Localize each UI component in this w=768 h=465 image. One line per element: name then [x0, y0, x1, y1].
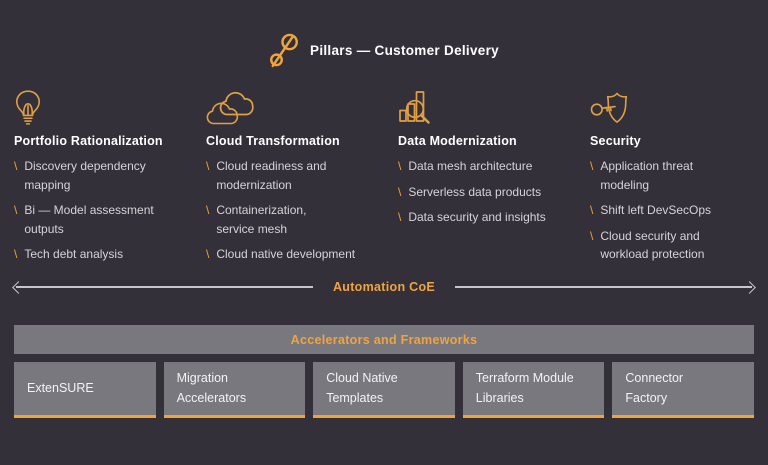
item-text: Cloud readiness and modernization: [216, 159, 327, 192]
item-text: Data security and insights: [408, 210, 546, 225]
bullet-marker: \: [398, 210, 402, 225]
pillar-bullet-item: \ Cloud native development: [206, 245, 370, 264]
pillar-data-modernization: Data Modernization \ Data mesh architect…: [398, 87, 562, 271]
accelerator-box-migration-accelerators: Migration Accelerators: [163, 362, 306, 418]
pillar-title: Security: [590, 134, 641, 148]
accelerator-box-cloud-native-templates: Cloud Native Templates: [313, 362, 455, 418]
pillar-security: Security \ Application threat modeling \…: [590, 87, 754, 271]
pillar-bullet-item: \ Discovery dependency mapping: [14, 157, 178, 194]
accelerator-box-label: Migration Accelerators: [176, 371, 247, 405]
pillar-bullet-item: \ Containerization, service mesh: [206, 201, 370, 238]
bar-chart-magnifier-icon: [398, 87, 562, 129]
item-text: Containerization, service mesh: [216, 203, 307, 236]
accelerator-box-label: Connector Factory: [625, 371, 684, 405]
bullet-marker: \: [14, 203, 18, 218]
pillar-bullet-item: \ Cloud readiness and modernization: [206, 157, 370, 194]
item-text: Data mesh architecture: [408, 159, 533, 173]
pillar-bullet-item: \ Cloud security and workload protection: [590, 227, 754, 264]
automation-coe-label: Automation CoE: [332, 280, 436, 294]
pillars-row: Portfolio Rationalization \ Discovery de…: [14, 87, 754, 261]
arrowhead-right-icon: [743, 280, 756, 294]
bullet-marker: \: [398, 184, 402, 199]
accelerator-box-label: Cloud Native Templates: [326, 371, 398, 405]
arrow-line: [16, 286, 313, 288]
item-text: Shift left DevSecOps: [600, 203, 712, 218]
bullet-marker: \: [206, 203, 210, 218]
accelerator-box-label: ExtenSURE: [27, 380, 94, 395]
pillar-bullet-item: \ Data security and insights: [398, 208, 562, 227]
accelerators-header-label: Accelerators and Frameworks: [290, 332, 478, 347]
bullet-marker: \: [14, 159, 18, 173]
accelerator-box-label: Terraform Module Libraries: [475, 371, 574, 405]
accelerators-header-bar: Accelerators and Frameworks: [14, 325, 754, 354]
clouds-icon: [206, 87, 370, 129]
pillar-title: Cloud Transformation: [206, 134, 340, 148]
accelerator-box-terraform-module-libraries: Terraform Module Libraries: [462, 362, 605, 418]
item-text: Application threat modeling: [600, 159, 694, 192]
pillar-bullet-item: \ Data mesh architecture: [398, 157, 562, 176]
pillar-bullet-item: \ Application threat modeling: [590, 157, 754, 194]
pillar-cloud-transformation: Cloud Transformation \ Cloud readiness a…: [206, 87, 370, 271]
left-arrow: [12, 280, 313, 294]
arrowhead-left-icon: [12, 280, 25, 294]
item-text: Cloud native development: [216, 247, 356, 262]
automation-coe-row: Automation CoE: [12, 279, 756, 295]
pillar-title: Data Modernization: [398, 134, 517, 148]
item-text: Cloud security and workload protection: [600, 228, 705, 262]
arrow-line: [455, 286, 753, 288]
accelerators-section: Accelerators and Frameworks ExtenSURE Mi…: [14, 325, 754, 418]
header: Pillars — Customer Delivery: [14, 30, 754, 70]
bullet-marker: \: [590, 159, 594, 173]
right-arrow: [455, 280, 756, 294]
accelerators-boxes-row: ExtenSURE Migration Accelerators Cloud N…: [14, 362, 754, 418]
pillar-portfolio-rationalization: Portfolio Rationalization \ Discovery de…: [14, 87, 178, 271]
pillar-title: Portfolio Rationalization: [14, 134, 163, 148]
page-title: Pillars — Customer Delivery: [310, 42, 499, 58]
pillar-bullet-item: \ Tech debt analysis: [14, 245, 178, 264]
lightbulb-icon: [14, 87, 178, 129]
bullet-marker: \: [590, 203, 594, 218]
brand-logo-icon: [269, 32, 299, 68]
bullet-marker: \: [398, 159, 402, 173]
bullet-marker: \: [14, 247, 18, 262]
accelerator-box-connector-factory: Connector Factory: [612, 362, 754, 418]
item-text: Discovery dependency mapping: [24, 159, 146, 192]
shield-key-icon: [590, 87, 754, 129]
item-text: Bi — Model assessment outputs: [24, 203, 154, 236]
pillar-bullet-item: \ Shift left DevSecOps: [590, 201, 754, 220]
accelerator-box-extensure: ExtenSURE: [14, 362, 156, 418]
item-text: Serverless data products: [408, 184, 542, 199]
bullet-marker: \: [206, 247, 210, 262]
pillar-bullet-item: \ Bi — Model assessment outputs: [14, 201, 178, 238]
pillar-bullet-item: \ Serverless data products: [398, 183, 562, 202]
bullet-marker: \: [206, 159, 210, 173]
bullet-marker: \: [590, 228, 594, 243]
item-text: Tech debt analysis: [24, 247, 124, 262]
